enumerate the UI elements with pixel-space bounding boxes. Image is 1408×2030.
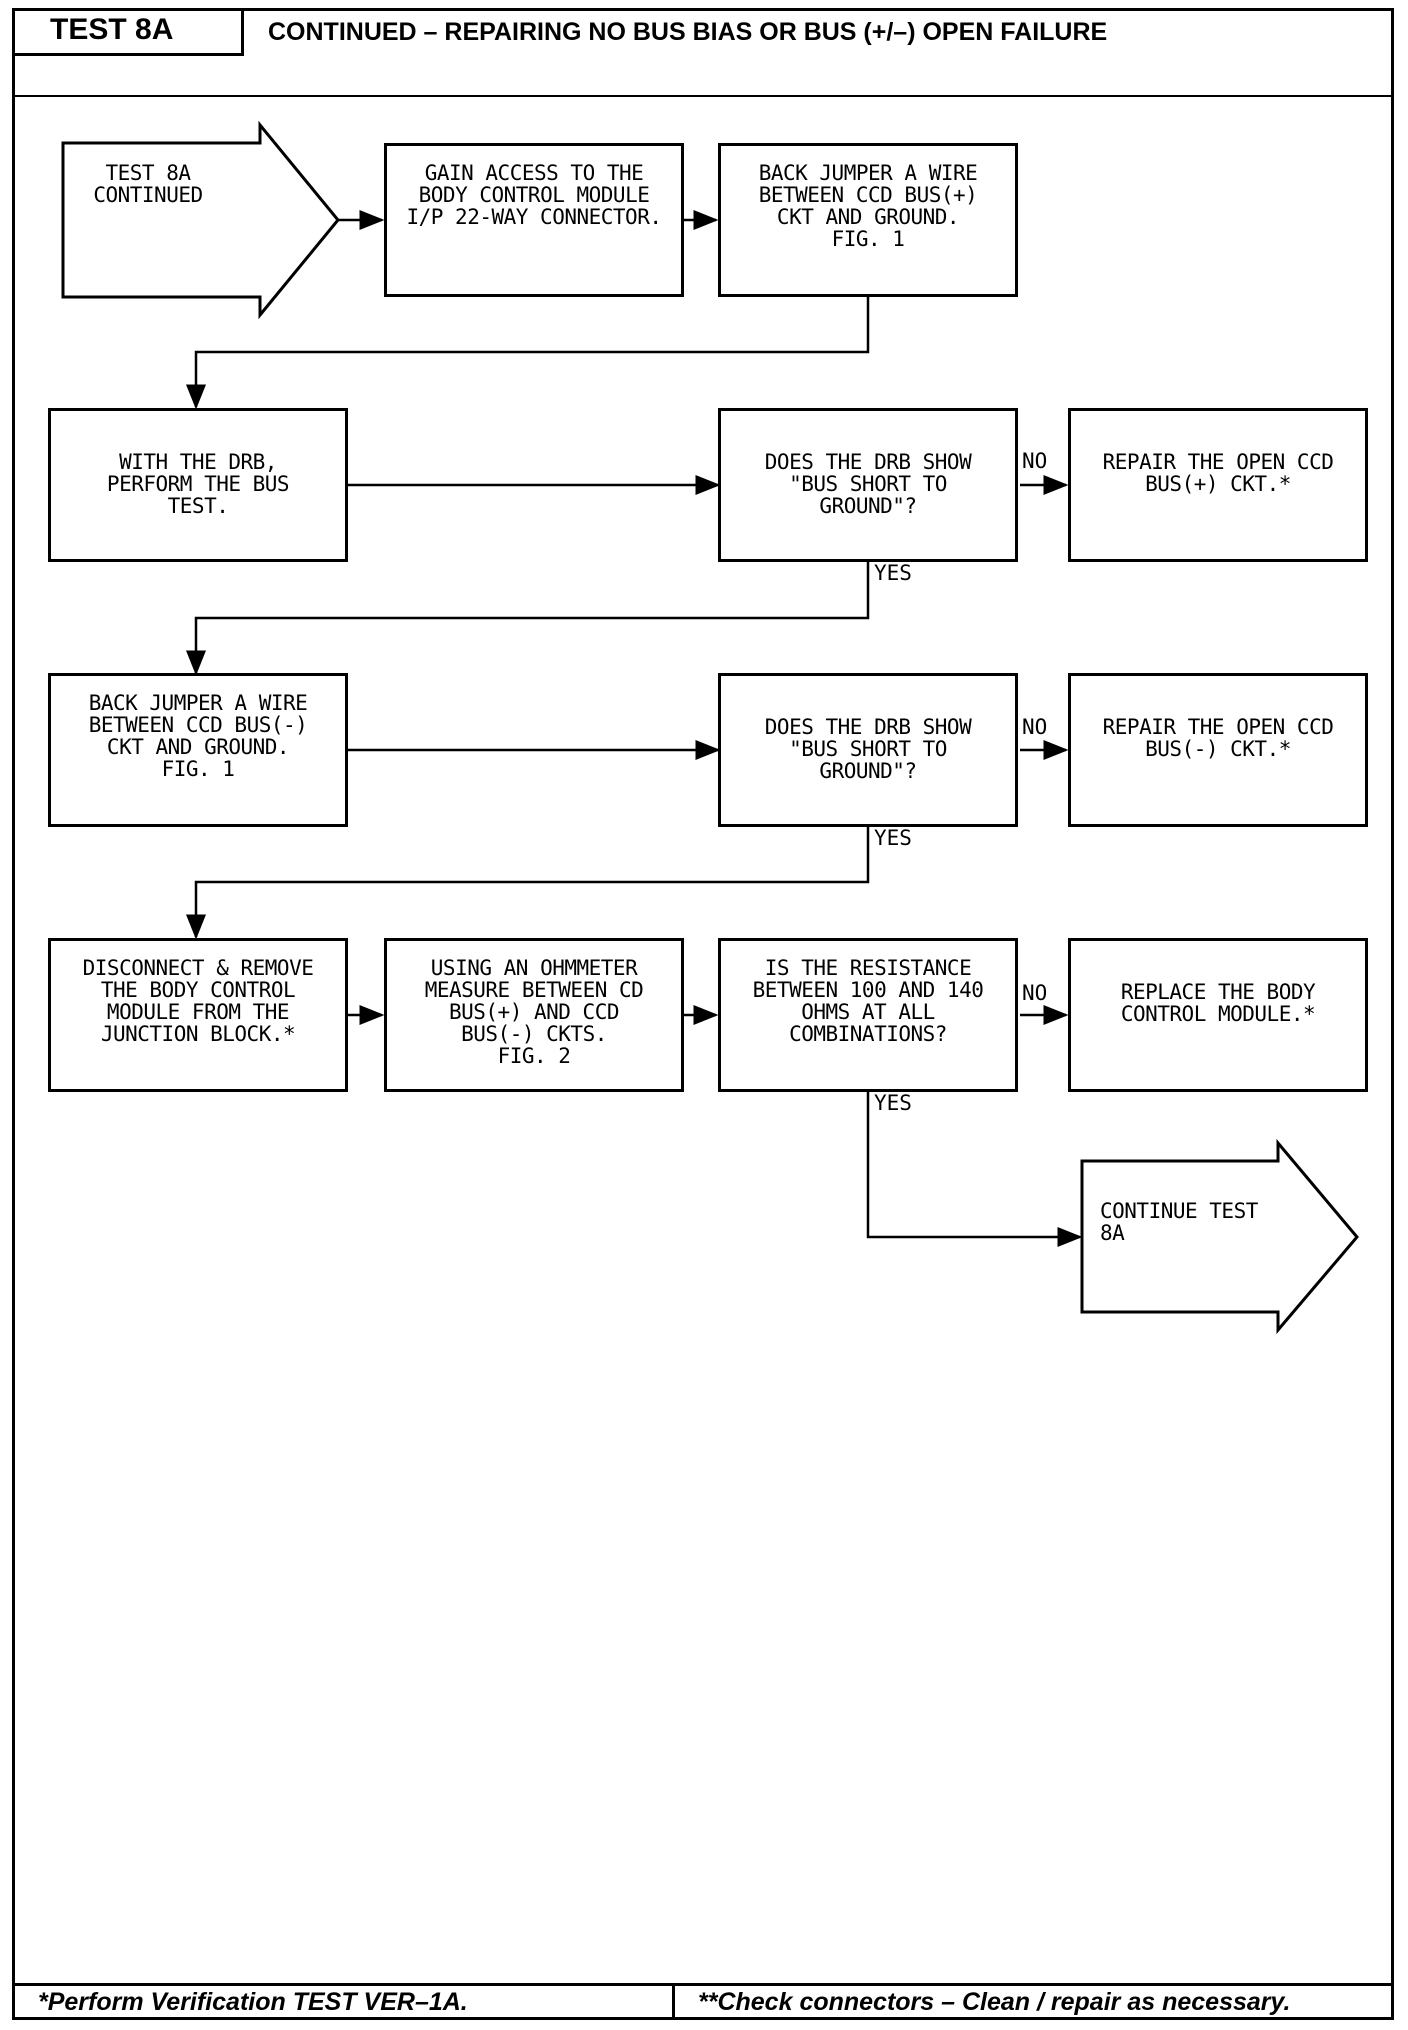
footer-note-left: *Perform Verification TEST VER–1A.	[38, 1988, 468, 2016]
step-jumper-minus-text: BACK JUMPER A WIRE BETWEEN CCD BUS(-) CK…	[88, 691, 308, 781]
step-bus-test-text: WITH THE DRB, PERFORM THE BUS TEST.	[106, 450, 290, 518]
header-divider	[12, 95, 1394, 97]
step-replace-text: REPLACE THE BODY CONTROL MODULE.*	[1120, 980, 1316, 1026]
label-no-3: NO	[1022, 981, 1048, 1005]
decision-resistance: IS THE RESISTANCE BETWEEN 100 AND 140 OH…	[718, 938, 1018, 1092]
start-label: TEST 8A CONTINUED	[93, 161, 203, 207]
page-frame	[12, 8, 1394, 2020]
step-gain-access-text: GAIN ACCESS TO THE BODY CONTROL MODULE I…	[406, 161, 662, 229]
decision-short-1-text: DOES THE DRB SHOW "BUS SHORT TO GROUND"?	[764, 450, 972, 518]
footer-note-right: **Check connectors – Clean / repair as n…	[698, 1988, 1291, 2016]
decision-short-1: DOES THE DRB SHOW "BUS SHORT TO GROUND"?	[718, 408, 1018, 562]
step-ohmmeter-text: USING AN OHMMETER MEASURE BETWEEN CD BUS…	[424, 956, 644, 1068]
decision-short-2-text: DOES THE DRB SHOW "BUS SHORT TO GROUND"?	[764, 715, 972, 783]
continue-label: CONTINUE TEST 8A	[1100, 1199, 1258, 1245]
footer-divider	[12, 1983, 1394, 1986]
step-repair-plus-text: REPAIR THE OPEN CCD BUS(+) CKT.*	[1102, 450, 1334, 496]
decision-short-2: DOES THE DRB SHOW "BUS SHORT TO GROUND"?	[718, 673, 1018, 827]
step-jumper-plus: BACK JUMPER A WIRE BETWEEN CCD BUS(+) CK…	[718, 143, 1018, 297]
label-no-2: NO	[1022, 715, 1048, 739]
label-no-1: NO	[1022, 449, 1048, 473]
label-yes-2: YES	[874, 826, 912, 850]
step-repair-minus-text: REPAIR THE OPEN CCD BUS(-) CKT.*	[1102, 715, 1334, 761]
step-gain-access: GAIN ACCESS TO THE BODY CONTROL MODULE I…	[384, 143, 684, 297]
step-disconnect-text: DISCONNECT & REMOVE THE BODY CONTROL MOD…	[82, 956, 314, 1046]
step-bus-test: WITH THE DRB, PERFORM THE BUS TEST.	[48, 408, 348, 562]
test-id: TEST 8A	[12, 8, 244, 56]
step-repair-plus: REPAIR THE OPEN CCD BUS(+) CKT.*	[1068, 408, 1368, 562]
step-repair-minus: REPAIR THE OPEN CCD BUS(-) CKT.*	[1068, 673, 1368, 827]
label-yes-1: YES	[874, 561, 912, 585]
page-title: CONTINUED – REPAIRING NO BUS BIAS OR BUS…	[268, 18, 1108, 46]
step-jumper-minus: BACK JUMPER A WIRE BETWEEN CCD BUS(-) CK…	[48, 673, 348, 827]
footer-separator	[672, 1983, 675, 2020]
step-disconnect: DISCONNECT & REMOVE THE BODY CONTROL MOD…	[48, 938, 348, 1092]
start-arrow-shape	[61, 120, 340, 320]
step-ohmmeter: USING AN OHMMETER MEASURE BETWEEN CD BUS…	[384, 938, 684, 1092]
step-replace: REPLACE THE BODY CONTROL MODULE.*	[1068, 938, 1368, 1092]
continue-arrow-shape	[1080, 1138, 1359, 1335]
label-yes-3: YES	[874, 1091, 912, 1115]
step-jumper-plus-text: BACK JUMPER A WIRE BETWEEN CCD BUS(+) CK…	[758, 161, 978, 251]
decision-resistance-text: IS THE RESISTANCE BETWEEN 100 AND 140 OH…	[752, 956, 984, 1046]
